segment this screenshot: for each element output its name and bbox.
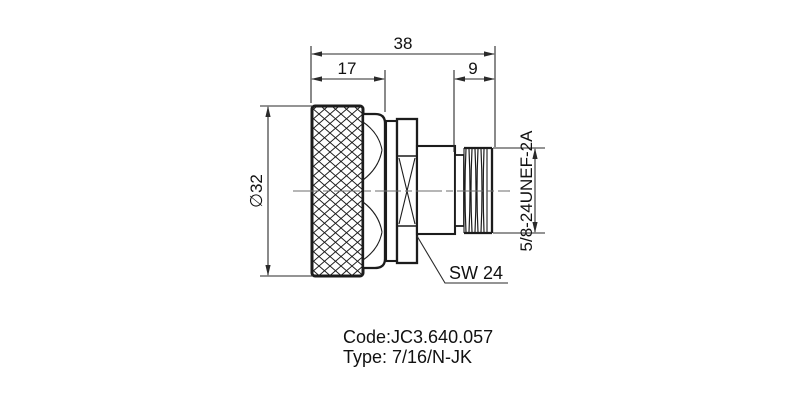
- dim-17-arrow-left: [311, 76, 322, 82]
- dim-17-label: 17: [338, 59, 357, 78]
- dim-thread-length: 9: [453, 59, 495, 152]
- dim-dia32-label: ∅32: [247, 174, 266, 208]
- dim-9-arrow-left: [454, 76, 465, 82]
- hex-collar-chamfer-arcs: [362, 121, 383, 261]
- dim-front-length: 17: [311, 59, 386, 112]
- dim-38-label: 38: [394, 34, 413, 53]
- dim-overall-length: 38: [310, 34, 496, 147]
- dim-thread-spec: 5/8-24UNEF-2A: [493, 130, 545, 252]
- dim-body-diameter: ∅32: [247, 105, 313, 277]
- footer-text-block: Code:JC3.640.057 Type: 7/16/N-JK: [343, 327, 493, 367]
- dim-dia32-extension-lines: [260, 105, 313, 277]
- dim-dia32-arrow-bottom: [265, 265, 271, 276]
- dim-thread-arrow-bottom: [532, 222, 538, 233]
- dim-38-arrow-right: [484, 51, 495, 57]
- footer-type-line: Type: 7/16/N-JK: [343, 347, 472, 367]
- dim-9-arrow-right: [484, 76, 495, 82]
- dim-dia32-arrow-top: [265, 106, 271, 117]
- dim-38-arrow-left: [311, 51, 322, 57]
- footer-code-line: Code:JC3.640.057: [343, 327, 493, 347]
- dim-thread-extension-lines: [493, 147, 545, 234]
- sw24-label: SW 24: [449, 263, 503, 283]
- hex-nut-face-lines: [397, 155, 417, 227]
- dim-38-extension-lines: [310, 46, 496, 147]
- dim-9-label: 9: [468, 59, 477, 78]
- sw24-callout: SW 24: [416, 235, 508, 284]
- dim-17-arrow-right: [374, 76, 385, 82]
- body-cylinder: [415, 144, 457, 236]
- dim-thread-arrow-top: [532, 148, 538, 159]
- sw24-leader-line: [416, 235, 508, 284]
- dim-thread-spec-label: 5/8-24UNEF-2A: [517, 130, 536, 252]
